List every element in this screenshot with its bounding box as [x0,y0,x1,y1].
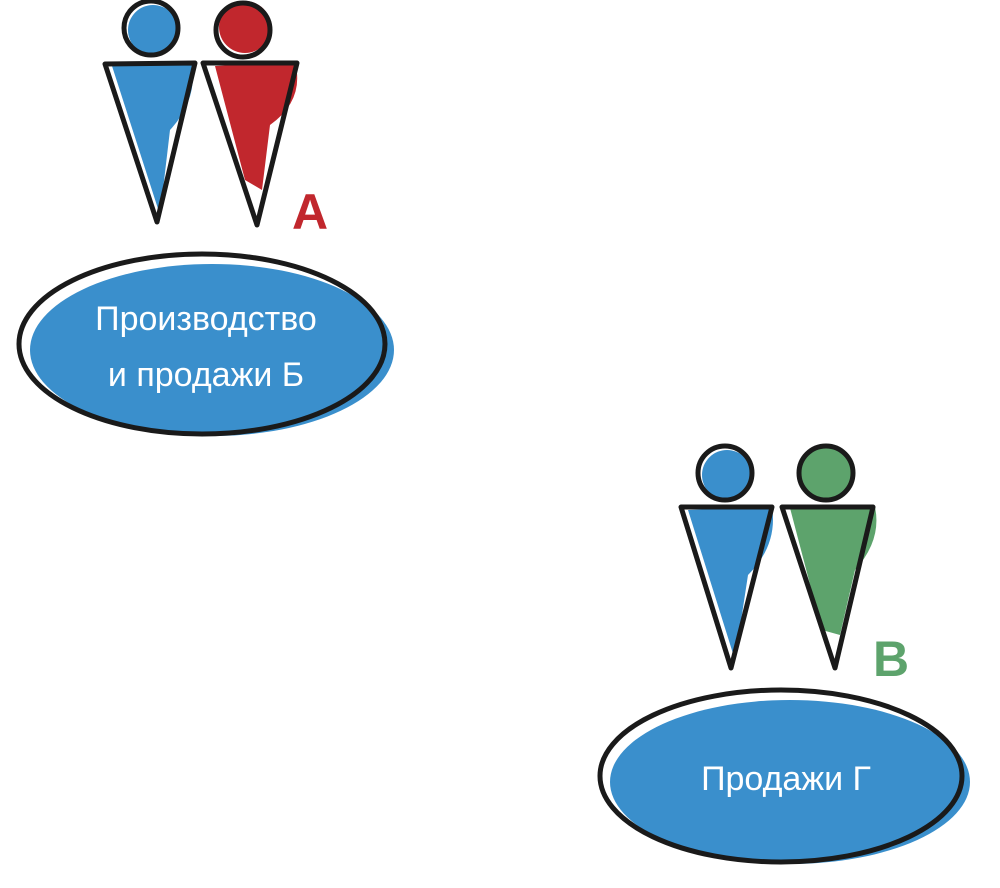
unit-label: Продажи Г [701,760,871,798]
unit-ellipse-production-sales: Производство и продажи Б [16,251,394,437]
unit-label-line1: Производство [95,300,317,338]
person-figure-red-a [200,0,300,228]
unit-label-line2: и продажи Б [108,356,304,394]
person-figure-blue-b [678,443,775,671]
unit-ellipse-sales: Продажи Г [597,687,970,865]
group-letter-b: В [873,631,909,687]
person-figure-green-b [779,443,877,671]
group-letter-a: А [292,184,328,240]
person-figure-blue-a [102,0,198,225]
